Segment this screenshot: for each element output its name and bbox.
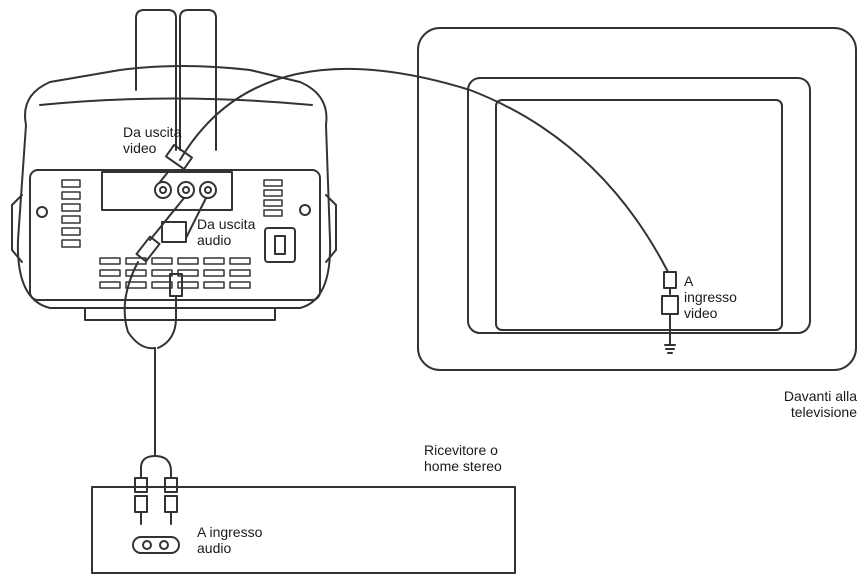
player-handle-left [135,9,177,151]
television [417,27,857,371]
audio-plug-receiver-right [164,477,178,493]
audio-plug-block [161,221,187,243]
audio-cable [123,197,207,525]
jack-audio-left [177,181,195,199]
audio-plug-left [135,235,161,263]
label-video-output: Da uscita video [123,124,182,156]
jack-audio-right [199,181,217,199]
player-side-left [11,194,23,263]
vent-right [263,179,283,217]
tv-bezel [467,77,811,334]
player-body [16,65,332,309]
receiver-box [91,486,516,574]
video-plug-tv-top [663,271,677,289]
receiver [91,486,516,574]
video-plug-player [164,143,194,171]
label-audio-input: A ingresso audio [197,524,263,556]
label-tv-front: Davanti alla televisione [783,388,857,420]
screw-right [299,204,311,216]
vent-left [61,179,81,248]
player-base [84,307,276,321]
tv-outer-frame [417,27,857,371]
audio-plug-receiver-left [134,477,148,493]
screw-left [36,206,48,218]
jack-panel [101,171,233,211]
label-audio-output: Da uscita audio [197,216,256,248]
video-plug-tv-body [661,295,679,315]
audio-input-jacks [132,536,180,554]
jack-video [154,181,172,199]
dvd-player [11,9,337,321]
tv-screen [495,99,783,331]
player-handle-right [179,9,217,151]
power-jack [264,227,296,263]
label-video-input: A ingresso video [684,273,737,321]
label-receiver: Ricevitore o home stereo [424,442,502,474]
video-cable [159,67,679,354]
player-side-right [325,194,337,263]
